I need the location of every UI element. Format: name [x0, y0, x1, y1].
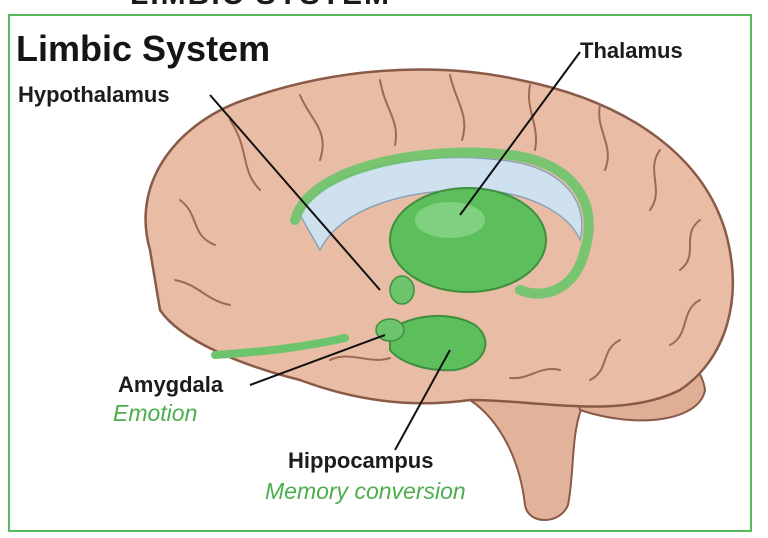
label-hypothalamus: Hypothalamus [18, 82, 170, 107]
label-thalamus: Thalamus [580, 38, 683, 63]
olfactory-tract [211, 334, 349, 359]
diagram-title: Limbic System [16, 28, 271, 69]
label-amygdala-function: Emotion [113, 400, 198, 426]
label-hippocampus: Hippocampus [288, 448, 434, 473]
diagram-frame [8, 14, 752, 532]
hippocampus-shape [389, 314, 487, 372]
clipped-header-text: LIMBIC SYSTEM [130, 0, 391, 12]
label-amygdala: Amygdala [118, 372, 224, 397]
limbic-band [290, 147, 594, 299]
hypothalamus-shape [389, 275, 415, 305]
leader-lines [209, 51, 581, 451]
brain-stem [466, 399, 587, 521]
label-hippocampus-function: Memory conversion [265, 478, 466, 504]
